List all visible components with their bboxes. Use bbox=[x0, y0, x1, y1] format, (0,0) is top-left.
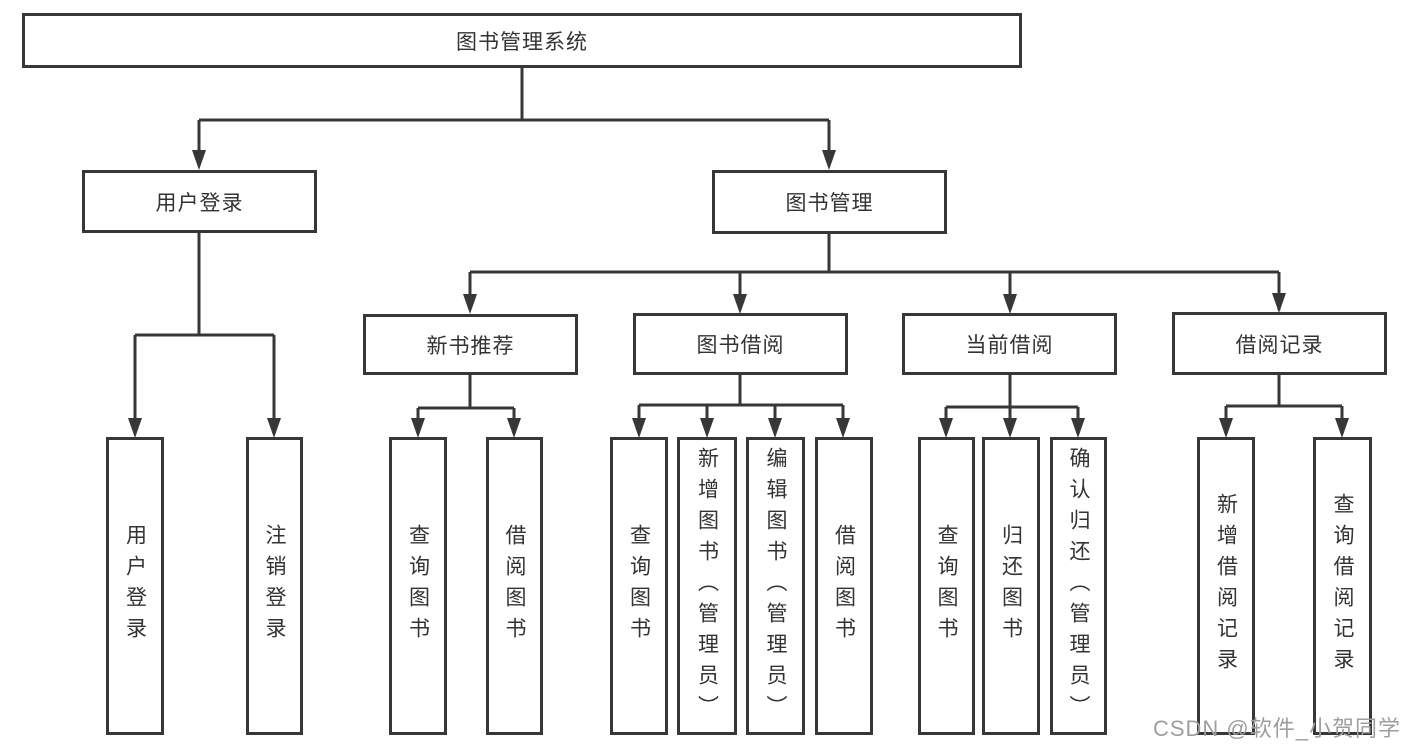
leaf-confirm-return-admin: 确认归还（管理员） bbox=[1050, 437, 1107, 735]
arrowhead-icon bbox=[1272, 293, 1286, 313]
connector-root bbox=[197, 68, 831, 166]
arrowhead-icon bbox=[1219, 418, 1233, 438]
connector-new-book bbox=[416, 375, 516, 434]
node-label: 用户登录 bbox=[155, 191, 244, 215]
arrowhead-icon bbox=[1335, 418, 1349, 438]
arrowhead-icon bbox=[1003, 294, 1017, 314]
arrowhead-icon bbox=[192, 150, 206, 170]
arrowhead-icon bbox=[733, 294, 747, 314]
connector-borrow-records bbox=[1224, 375, 1344, 434]
arrowhead-icon bbox=[836, 418, 850, 438]
arrowhead-icon bbox=[768, 418, 782, 438]
arrowhead-icon bbox=[463, 294, 477, 314]
node-label: 查询图书 bbox=[935, 524, 958, 648]
node-label: 归还图书 bbox=[999, 524, 1023, 648]
arrowhead-icon bbox=[822, 150, 836, 170]
leaf-user-login: 用户登录 bbox=[106, 437, 164, 735]
node-borrow-records: 借阅记录 bbox=[1172, 312, 1387, 375]
watermark: CSDN @软件_小贺同学 bbox=[1152, 716, 1401, 741]
node-label: 新增借阅记录 bbox=[1214, 493, 1238, 679]
connector-book-borrow bbox=[637, 375, 845, 434]
node-label: 查询图书 bbox=[406, 524, 430, 648]
node-label: 借阅图书 bbox=[832, 524, 856, 648]
arrowhead-icon bbox=[700, 418, 714, 438]
arrowhead-icon bbox=[411, 418, 425, 438]
node-label: 查询借阅记录 bbox=[1331, 493, 1354, 679]
node-new-book-recommend: 新书推荐 bbox=[363, 314, 578, 375]
node-current-borrow: 当前借阅 bbox=[902, 313, 1117, 375]
leaf-add-book-admin: 新增图书（管理员） bbox=[677, 437, 737, 735]
node-label: 借阅记录 bbox=[1235, 333, 1324, 357]
leaf-borrow-books: 借阅图书 bbox=[486, 437, 543, 735]
arrowhead-icon bbox=[632, 418, 646, 438]
node-label: 查询图书 bbox=[627, 524, 651, 648]
arrowhead-icon bbox=[128, 418, 142, 438]
leaf-logout: 注销登录 bbox=[246, 437, 303, 735]
arrowhead-icon bbox=[1071, 418, 1085, 438]
node-label: 图书管理 bbox=[785, 192, 874, 215]
leaf-return-books: 归还图书 bbox=[982, 437, 1040, 735]
node-label: 确认归还（管理员） bbox=[1067, 446, 1090, 726]
arrowhead-icon bbox=[267, 418, 281, 438]
node-label: 图书管理系统 bbox=[456, 30, 588, 54]
node-book-borrow: 图书借阅 bbox=[633, 313, 848, 375]
leaf-add-borrow-record: 新增借阅记录 bbox=[1197, 437, 1255, 735]
node-library-management-system: 图书管理系统 bbox=[22, 13, 1022, 68]
node-label: 新书推荐 bbox=[426, 334, 515, 358]
leaf-edit-book-admin: 编辑图书（管理员） bbox=[746, 437, 805, 735]
node-label: 图书借阅 bbox=[696, 334, 785, 357]
connector-book-management bbox=[468, 234, 1281, 310]
node-book-management: 图书管理 bbox=[712, 170, 947, 234]
arrowhead-icon bbox=[507, 418, 521, 438]
node-label: 编辑图书（管理员） bbox=[764, 446, 787, 726]
node-label: 当前借阅 bbox=[965, 334, 1054, 357]
node-user-login: 用户登录 bbox=[82, 170, 317, 233]
arrowhead-icon bbox=[939, 418, 953, 438]
leaf-query-books: 查询图书 bbox=[389, 437, 447, 735]
connector-user-login bbox=[133, 233, 276, 434]
node-label: 新增图书（管理员） bbox=[695, 446, 719, 726]
leaf-query-borrow-record: 查询借阅记录 bbox=[1313, 437, 1372, 735]
arrowhead-icon bbox=[1003, 418, 1017, 438]
node-label: 注销登录 bbox=[263, 524, 286, 648]
leaf-borrow-books: 借阅图书 bbox=[815, 437, 873, 735]
leaf-query-books: 查询图书 bbox=[610, 437, 668, 735]
node-label: 用户登录 bbox=[123, 524, 147, 648]
node-label: 借阅图书 bbox=[503, 524, 526, 648]
leaf-query-books: 查询图书 bbox=[918, 437, 975, 735]
